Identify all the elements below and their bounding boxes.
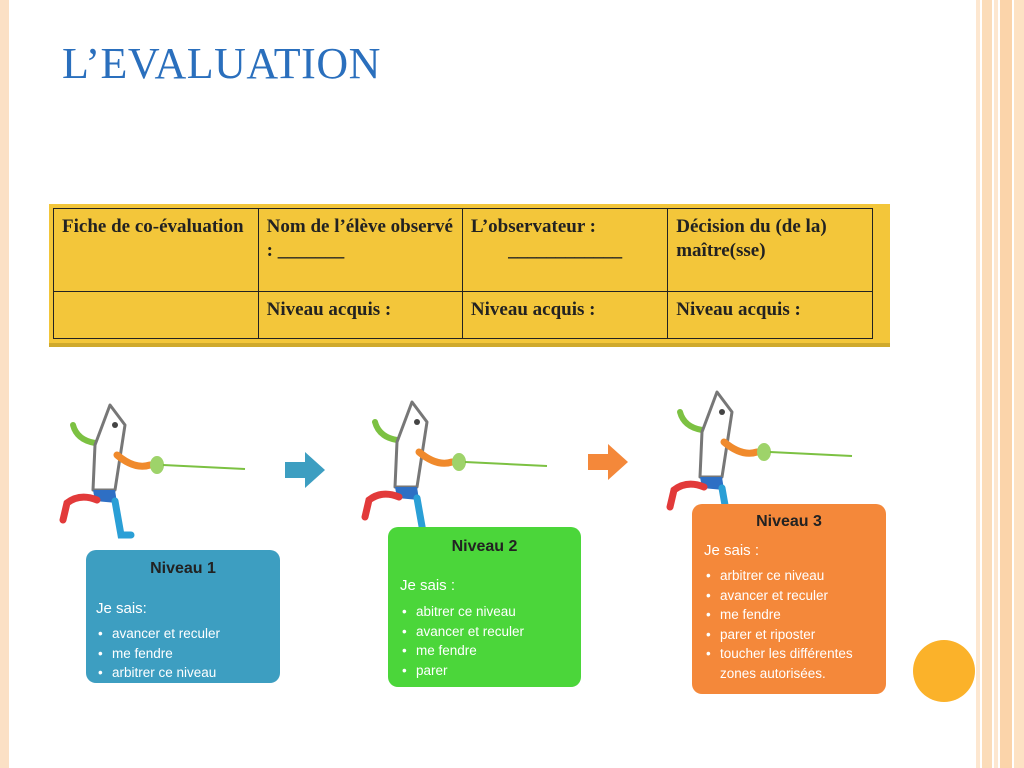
list-item: avancer et reculer	[400, 622, 524, 642]
observer-blank: ____________	[508, 240, 623, 261]
decor-circle	[913, 640, 975, 702]
fencer-icon	[59, 403, 246, 539]
table-cell	[53, 291, 259, 339]
list-item: abitrer ce niveau	[400, 602, 524, 622]
list-item: parer et riposter	[704, 625, 886, 645]
table-cell: Niveau acquis :	[257, 291, 463, 339]
list-item: arbitrer ce niveau	[704, 566, 886, 586]
list-item: arbitrer ce niveau	[96, 663, 220, 683]
table-cell: Niveau acquis :	[461, 291, 669, 339]
level-title: Niveau 2	[451, 538, 518, 555]
arrow-right-icon	[285, 452, 325, 488]
observer-label: L’observateur :	[470, 216, 596, 237]
list-item: avancer et reculer	[704, 586, 886, 606]
list-item: me fendre	[704, 605, 886, 625]
table-cell: Nom de l’élève observé : _______	[257, 208, 463, 292]
left-decor-border	[0, 0, 9, 768]
list-item: toucher les différentes zones autorisées…	[704, 644, 886, 683]
level-title: Niveau 3	[756, 513, 822, 530]
table-cell: L’observateur : ____________	[461, 208, 669, 292]
table-row: Fiche de co-évaluation Nom de l’élève ob…	[53, 208, 873, 292]
list-item: parer	[400, 661, 524, 681]
level-skills-list: abitrer ce niveau avancer et reculer me …	[400, 602, 524, 680]
table-cell: Fiche de co-évaluation	[53, 208, 259, 292]
list-item: avancer et reculer	[96, 624, 220, 644]
level-title: Niveau 1	[150, 560, 216, 577]
right-decor-border	[976, 0, 1024, 768]
arrow-right-icon	[588, 444, 628, 480]
table-row: Niveau acquis : Niveau acquis : Niveau a…	[53, 291, 873, 339]
level-intro: Je sais:	[96, 600, 147, 617]
evaluation-table-container: Fiche de co-évaluation Nom de l’élève ob…	[49, 204, 890, 343]
level-skills-list: arbitrer ce niveau avancer et reculer me…	[704, 566, 886, 683]
level-card-2: Niveau 2 Je sais : abitrer ce niveau ava…	[388, 527, 581, 687]
fencer-icon	[361, 400, 548, 536]
list-item: me fendre	[400, 641, 524, 661]
list-item: me fendre	[96, 644, 220, 664]
slide-title: L’EVALUATION	[62, 39, 381, 88]
level-skills-list: avancer et reculer me fendre arbitrer ce…	[96, 624, 220, 683]
level-intro: Je sais :	[400, 577, 456, 594]
level-card-3: Niveau 3 Je sais : arbitrer ce niveau av…	[692, 504, 886, 694]
level-card-1: Niveau 1 Je sais: avancer et reculer me …	[86, 550, 280, 683]
level-intro: Je sais :	[704, 542, 760, 559]
evaluation-table: Fiche de co-évaluation Nom de l’élève ob…	[53, 208, 873, 339]
table-cell: Niveau acquis :	[667, 291, 873, 339]
table-cell: Décision du (de la) maître(sse)	[667, 208, 873, 292]
